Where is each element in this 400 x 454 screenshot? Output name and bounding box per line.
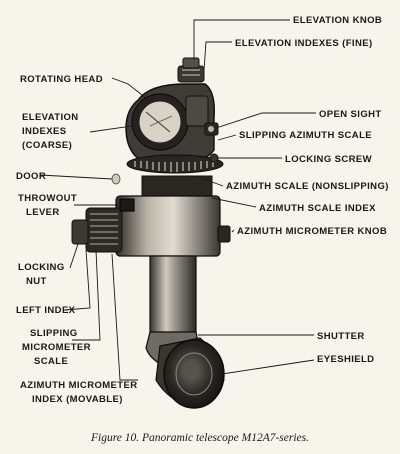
labels: ELEVATION KNOB ELEVATION INDEXES (FINE) … bbox=[16, 15, 389, 405]
label-elevation-indexes-coarse-1: ELEVATION bbox=[22, 112, 79, 123]
telescope-illustration bbox=[71, 57, 231, 409]
label-elevation-indexes-coarse-3: (COARSE) bbox=[22, 140, 72, 151]
azimuth-scale-ring bbox=[126, 154, 224, 174]
label-open-sight: OPEN SIGHT bbox=[319, 109, 382, 120]
label-throwout-lever-1: THROWOUT bbox=[18, 193, 77, 204]
label-azimuth-scale-nonslipping: AZIMUTH SCALE (NONSLIPPING) bbox=[226, 181, 389, 192]
label-slipping-micrometer-scale-3: SCALE bbox=[34, 356, 68, 367]
micrometer-knob-shape bbox=[85, 207, 123, 253]
label-elevation-indexes-fine: ELEVATION INDEXES (FINE) bbox=[235, 38, 373, 49]
label-locking-nut-2: NUT bbox=[26, 276, 47, 287]
vertical-tube-shape bbox=[149, 255, 197, 341]
label-azimuth-micrometer-index-1: AZIMUTH MICROMETER bbox=[20, 380, 138, 391]
label-locking-nut-1: LOCKING bbox=[18, 262, 65, 273]
label-throwout-lever-2: LEVER bbox=[26, 207, 60, 218]
label-slipping-azimuth-scale: SLIPPING AZIMUTH SCALE bbox=[239, 130, 372, 141]
leader-lines bbox=[39, 19, 316, 381]
label-shutter: SHUTTER bbox=[317, 331, 365, 342]
label-door: DOOR bbox=[16, 171, 46, 182]
label-locking-screw: LOCKING SCREW bbox=[285, 154, 372, 165]
figure-caption: Figure 10. Panoramic telescope M12A7-ser… bbox=[90, 432, 310, 444]
label-slipping-micrometer-scale-2: MICROMETER bbox=[22, 342, 91, 353]
label-azimuth-micrometer-index-2: INDEX (MOVABLE) bbox=[32, 394, 123, 405]
label-rotating-head: ROTATING HEAD bbox=[20, 74, 103, 85]
label-elevation-knob: ELEVATION KNOB bbox=[293, 15, 382, 26]
label-left-index: LEFT INDEX bbox=[16, 305, 76, 316]
label-elevation-indexes-coarse-2: INDEXES bbox=[22, 126, 67, 137]
label-slipping-micrometer-scale-1: SLIPPING bbox=[30, 328, 78, 339]
label-azimuth-scale-index: AZIMUTH SCALE INDEX bbox=[259, 203, 376, 214]
label-eyeshield: EYESHIELD bbox=[317, 354, 374, 365]
label-azimuth-micrometer-knob: AZIMUTH MICROMETER KNOB bbox=[237, 226, 387, 237]
